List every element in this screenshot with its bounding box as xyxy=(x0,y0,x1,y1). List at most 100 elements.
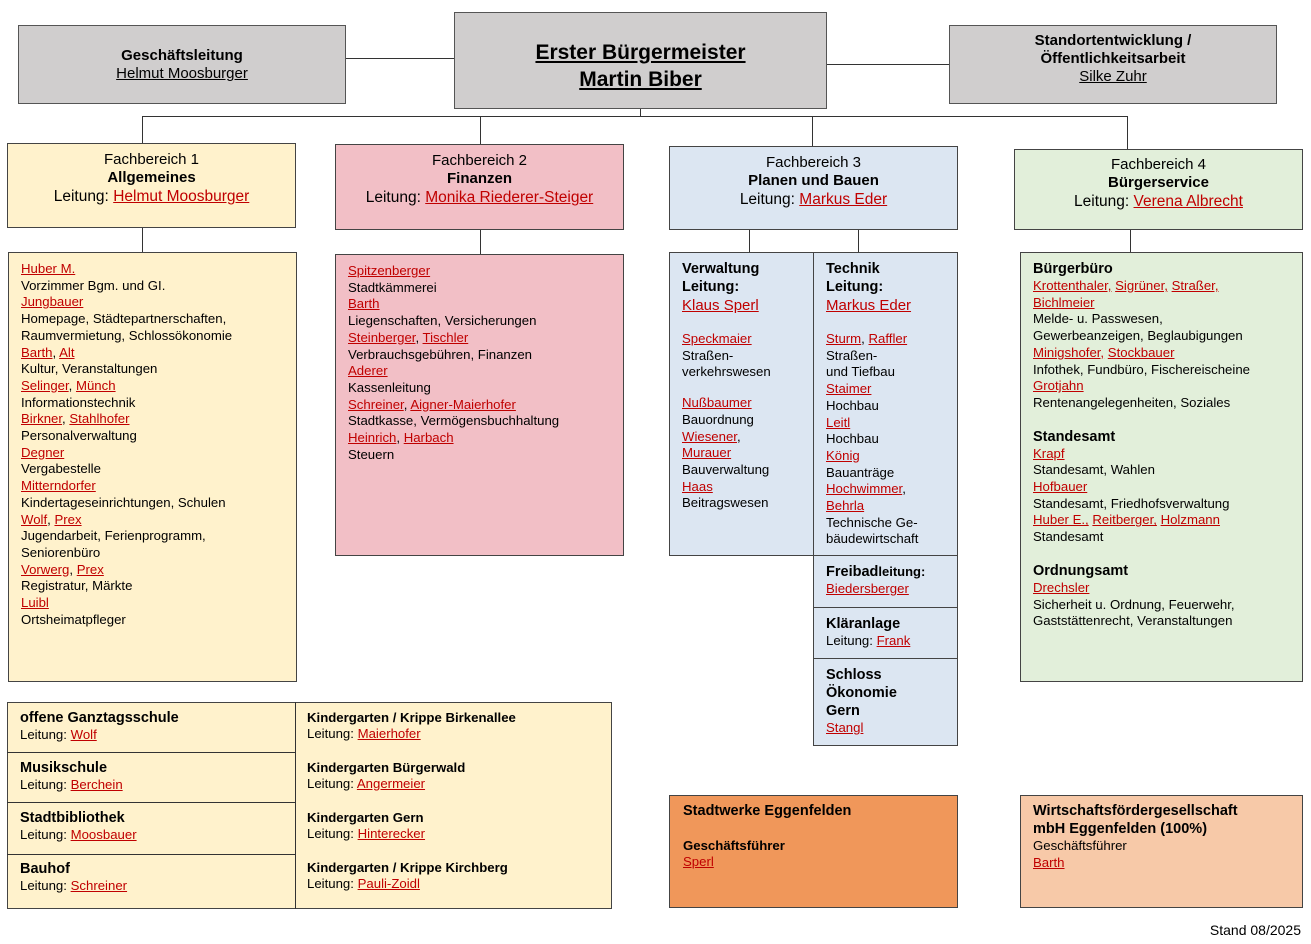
bb-staff-1c: Straßer, xyxy=(1171,278,1219,293)
fb1-task: Registratur, Märkte xyxy=(21,578,133,594)
verwaltung-lead: Klaus Sperl xyxy=(682,297,759,314)
fb4-staff-list: Bürgerbüro Krottenthaler, Sigrüner, Stra… xyxy=(1020,252,1303,682)
management-title: Geschäftsleitung xyxy=(121,47,243,64)
stadtbibliothek-heading: Stadtbibliothek xyxy=(20,810,125,826)
bauhof-heading: Bauhof xyxy=(20,861,70,877)
fb1-task: Personalverwaltung xyxy=(21,428,137,444)
location-dev-name: Silke Zuhr xyxy=(1079,68,1147,85)
fb2-staff-name: Steinberger xyxy=(348,329,416,345)
fb1-staff-name: Huber M. xyxy=(21,261,76,276)
technik-task-5: Technische Ge- xyxy=(826,514,918,530)
institutions-row-divider-1 xyxy=(7,752,296,753)
technik-task-4: Bauanträge xyxy=(826,464,895,480)
fb4-lead: Leitung: Verena Albrecht xyxy=(1015,192,1302,212)
technik-task-2: Hochbau xyxy=(826,397,879,413)
fb1-task: Kultur, Veranstaltungen xyxy=(21,361,158,377)
connector-fb3 xyxy=(812,116,813,147)
verwaltung-task-2: Bauordnung xyxy=(682,411,754,427)
fb1-staff-name: Stahlhofer xyxy=(69,411,130,427)
kiga-gern-cell: Kindergarten Gern Leitung: Hinterecker xyxy=(307,809,425,843)
sa-staff-3a: Huber E., xyxy=(1033,512,1089,528)
fb3-lead-name: Markus Eder xyxy=(799,191,888,208)
musikschule-lead: Leitung: Berchein xyxy=(20,777,123,794)
kiga-birkenallee-lead: Leitung: Maierhofer xyxy=(307,726,516,743)
fb2-lead-name: Monika Riederer-Steiger xyxy=(425,189,594,206)
standesamt-staff-1: Krapf xyxy=(1033,445,1065,461)
fb1-staff-4: Selinger, Münch xyxy=(21,377,116,393)
bauhof-lead-prefix: Leitung: xyxy=(20,878,67,893)
verwaltung-task-1: Straßen- xyxy=(682,347,734,363)
wirtschaft-lead: Barth xyxy=(1033,854,1065,870)
musikschule-heading: Musikschule xyxy=(20,760,108,776)
klaeranlage-heading: Kläranlage xyxy=(826,616,901,632)
klaeranlage-lead-name: Frank xyxy=(876,633,911,648)
fb1-staff-name: Barth xyxy=(21,344,53,360)
kiga-kirchberg-cell: Kindergarten / Krippe Kirchberg Leitung:… xyxy=(307,859,508,893)
technik-task-1: Straßen- xyxy=(826,347,878,363)
kiga-kirchberg-heading: Kindergarten / Krippe Kirchberg xyxy=(307,860,508,875)
stadtwerke-sub: Geschäftsführer xyxy=(683,838,785,853)
fb1-task: Raumvermietung, Schlossökonomie xyxy=(21,327,233,343)
technik-lead: Markus Eder xyxy=(826,297,912,314)
fb1-staff-3: Barth, Alt xyxy=(21,344,75,360)
fb3-lead: Leitung: Markus Eder xyxy=(670,190,957,210)
kiga-birkenallee-lead-prefix: Leitung: xyxy=(307,726,354,741)
fb2-staff-2: Barth xyxy=(348,296,623,313)
fb1-staff-name: Birkner xyxy=(21,411,63,427)
buergerbuero-task-1b: Gewerbeanzeigen, Beglaubigungen xyxy=(1033,328,1243,344)
fb1-staff-1: Huber M. xyxy=(21,261,296,278)
kiga-buergerwald-cell: Kindergarten Bürgerwald Leitung: Angerme… xyxy=(307,759,465,793)
standesamt-task-2: Standesamt, Friedhofsverwaltung xyxy=(1033,495,1230,511)
fb2-staff-name: Barth xyxy=(348,296,380,312)
fb2-staff-name: Schreiner xyxy=(348,396,404,412)
connector-fb1 xyxy=(142,116,143,144)
wirtschaft-box: Wirtschaftsfördergesellschaft mbH Eggenf… xyxy=(1020,795,1303,908)
fb1-lead-prefix: Leitung: xyxy=(53,188,109,205)
verwaltung-task-3: Bauverwaltung xyxy=(682,461,770,477)
connector-right xyxy=(826,64,950,65)
fb2-staff-name: Heinrich xyxy=(348,430,397,446)
fb2-task: Kassenleitung xyxy=(348,379,431,395)
verwaltung-staff-3: Wiesener, xyxy=(682,428,741,444)
fb1-staff-10: Luibl xyxy=(21,595,296,612)
ganztagsschule-lead-prefix: Leitung: xyxy=(20,727,67,742)
fb1-staff-2: Jungbauer xyxy=(21,294,296,311)
connector-fb2 xyxy=(480,116,481,145)
stadtbibliothek-lead: Leitung: Moosbauer xyxy=(20,827,137,844)
bb-staff-2b: Stockbauer xyxy=(1107,344,1175,360)
stadtwerke-heading: Stadtwerke Eggenfelden xyxy=(683,803,852,819)
standesamt-task-1: Standesamt, Wahlen xyxy=(1033,462,1155,478)
schloss-box: Schloss Ökonomie Gern Stangl xyxy=(813,658,958,746)
kiga-birkenallee-lead-name: Maierhofer xyxy=(357,726,421,741)
fb1-task: Homepage, Städtepartnerschaften, xyxy=(21,311,227,327)
connector-fb4-list xyxy=(1130,229,1131,252)
fb1-task: Informationstechnik xyxy=(21,394,136,410)
mayor-title: Erster Bürgermeister xyxy=(535,41,746,64)
fb1-staff-name: Prex xyxy=(76,561,104,577)
fb2-staff-name: Harbach xyxy=(403,430,454,446)
fb1-task: Vergabestelle xyxy=(21,461,101,477)
fb1-staff-6: Degner xyxy=(21,445,296,462)
fb2-label: Fachbereich 2 xyxy=(431,152,528,169)
verwaltung-staff-2: Nußbaumer xyxy=(682,395,752,411)
fb3-lead-prefix: Leitung: xyxy=(739,191,795,208)
bauhof-cell: Bauhof Leitung: Schreiner xyxy=(20,860,127,895)
fb2-staff-name: Aderer xyxy=(348,363,388,379)
fb1-staff-name: Wolf xyxy=(21,511,48,527)
fb3-verwaltung: Verwaltung Leitung: Klaus Sperl Speckmai… xyxy=(669,252,814,556)
fb2-staff-4: Aderer xyxy=(348,363,623,380)
schloss-heading-3: Gern xyxy=(826,703,860,719)
technik-staff-1b: Raffler xyxy=(868,331,908,346)
verwaltung-lead-label: Leitung: xyxy=(682,279,740,295)
kiga-birkenallee-cell: Kindergarten / Krippe Birkenallee Leitun… xyxy=(307,709,516,743)
kiga-gern-lead: Leitung: Hinterecker xyxy=(307,826,425,843)
standesamt-heading: Standesamt xyxy=(1033,428,1116,445)
kiga-kirchberg-lead: Leitung: Pauli-Zoidl xyxy=(307,876,508,893)
klaeranlage-lead: Leitung: Frank xyxy=(826,633,957,650)
musikschule-lead-name: Berchein xyxy=(70,777,123,792)
fb1-staff-name: Münch xyxy=(75,377,116,393)
kiga-birkenallee-heading: Kindergarten / Krippe Birkenallee xyxy=(307,710,516,725)
